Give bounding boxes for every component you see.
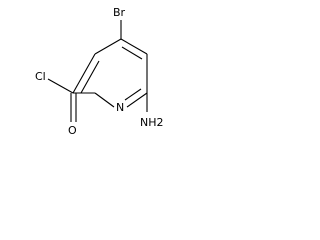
bond-c6-n1	[126, 92, 148, 108]
structure-diagram: Br Cl O N NH2	[35, 6, 164, 137]
amino-label: NH2	[140, 116, 164, 129]
bond-n1-c2	[94, 92, 115, 108]
bromine-label: Br	[113, 6, 126, 19]
bond-c3-c4	[94, 38, 122, 55]
chlorine-label: Cl	[35, 70, 46, 83]
bond-c2-c3-inner	[80, 60, 100, 94]
bond-carbonyl-cl	[47, 78, 74, 94]
bond-c4-c5-inner	[121, 46, 143, 60]
bond-c6-n1-inner	[124, 88, 142, 101]
oxygen-label: O	[68, 124, 77, 137]
nitrogen-label: N	[116, 101, 124, 114]
bond-c2-c3	[72, 53, 96, 94]
bond-c4-c5	[120, 38, 148, 55]
